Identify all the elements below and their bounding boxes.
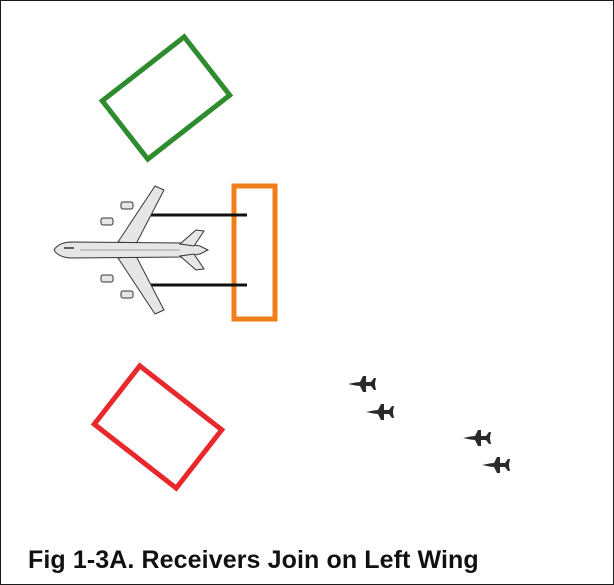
fighter-jet-icon <box>463 430 491 446</box>
precontact-box-lower <box>90 362 226 492</box>
precontact-box-upper <box>98 33 234 163</box>
fighter-jet-icon <box>482 457 510 473</box>
tanker-aircraft-icon <box>53 185 210 315</box>
contact-box <box>231 183 278 322</box>
fighter-jet-icon <box>348 376 376 392</box>
fighter-jet-icon <box>366 404 394 420</box>
figure-caption: Fig 1-3A. Receivers Join on Left Wing <box>28 546 479 574</box>
